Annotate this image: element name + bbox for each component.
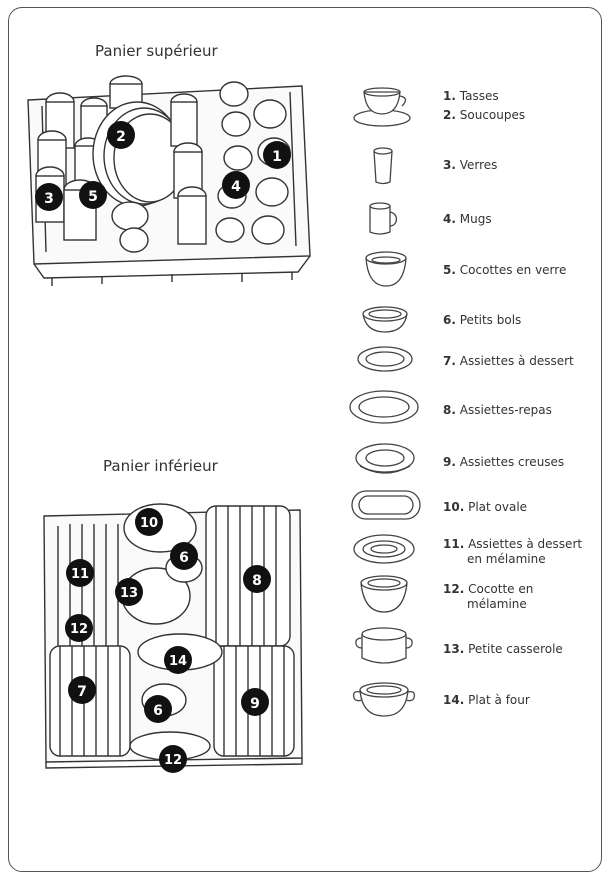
svg-text:1: 1 <box>272 149 282 165</box>
legend-item-10: 10. Plat ovale <box>443 500 528 514</box>
svg-text:12: 12 <box>70 622 88 637</box>
marker-11: 11 <box>66 559 94 587</box>
svg-text:11: 11 <box>71 567 89 582</box>
marker-12-upper: 12 <box>65 614 93 642</box>
marker-6-lower: 6 <box>144 695 172 723</box>
dessert-plate-icon <box>357 346 413 372</box>
dinner-plate-icon <box>349 390 419 424</box>
upper-basket-title: Panier supérieur <box>95 42 218 60</box>
svg-text:9: 9 <box>250 696 260 712</box>
page-frame <box>8 7 602 872</box>
glass-icon <box>373 147 393 185</box>
legend-item-8: 8. Assiettes-repas <box>443 403 552 417</box>
svg-text:7: 7 <box>77 684 87 700</box>
marker-3: 3 <box>35 183 63 211</box>
marker-4: 4 <box>222 171 250 199</box>
svg-text:14: 14 <box>169 654 187 669</box>
legend-item-4: 4. Mugs <box>443 212 492 226</box>
lower-basket-title: Panier inférieur <box>103 457 218 475</box>
svg-text:5: 5 <box>88 189 98 205</box>
marker-14: 14 <box>164 646 192 674</box>
svg-text:8: 8 <box>252 573 262 589</box>
marker-10: 10 <box>135 508 163 536</box>
legend-item-14: 14. Plat à four <box>443 693 530 707</box>
marker-9: 9 <box>241 688 269 716</box>
oval-platter-icon <box>351 490 421 520</box>
legend-item-3: 3. Verres <box>443 158 498 172</box>
svg-text:12: 12 <box>164 753 182 768</box>
small-pot-icon <box>355 627 413 664</box>
upper-basket-illustration: 1 2 3 4 5 <box>27 75 311 286</box>
melamine-bowl-icon <box>360 575 408 613</box>
melamine-plate-icon <box>353 534 415 564</box>
marker-5: 5 <box>79 181 107 209</box>
svg-text:4: 4 <box>231 179 241 195</box>
marker-7: 7 <box>68 676 96 704</box>
mug-icon <box>369 202 398 235</box>
marker-1: 1 <box>263 141 291 169</box>
svg-text:6: 6 <box>179 550 189 566</box>
soup-plate-icon <box>355 443 415 474</box>
legend-item-9: 9. Assiettes creuses <box>443 455 565 469</box>
marker-13: 13 <box>115 578 143 606</box>
marker-6-upper: 6 <box>170 542 198 570</box>
legend-item-7: 7. Assiettes à dessert <box>443 354 574 368</box>
marker-8: 8 <box>243 565 271 593</box>
lower-basket-illustration: 10 6 11 13 8 12 14 7 9 6 12 <box>43 503 303 773</box>
legend-item-2: 2. Soucoupes <box>443 108 526 122</box>
legend-item-6: 6. Petits bols <box>443 313 522 327</box>
legend-item-13: 13. Petite casserole <box>443 642 563 656</box>
svg-text:2: 2 <box>116 129 126 145</box>
svg-text:10: 10 <box>140 516 158 531</box>
legend-item-1: 1. Tasses <box>443 89 499 103</box>
legend-item-5: 5. Cocottes en verre <box>443 263 567 277</box>
svg-text:13: 13 <box>120 586 138 601</box>
svg-text:3: 3 <box>44 191 54 207</box>
cup-and-saucer-icon <box>353 87 411 127</box>
svg-text:6: 6 <box>153 703 163 719</box>
marker-2: 2 <box>107 121 135 149</box>
glass-dish-icon <box>365 251 407 287</box>
small-bowl-icon <box>362 306 408 333</box>
marker-12-lower: 12 <box>159 745 187 773</box>
oven-dish-icon <box>352 682 416 717</box>
